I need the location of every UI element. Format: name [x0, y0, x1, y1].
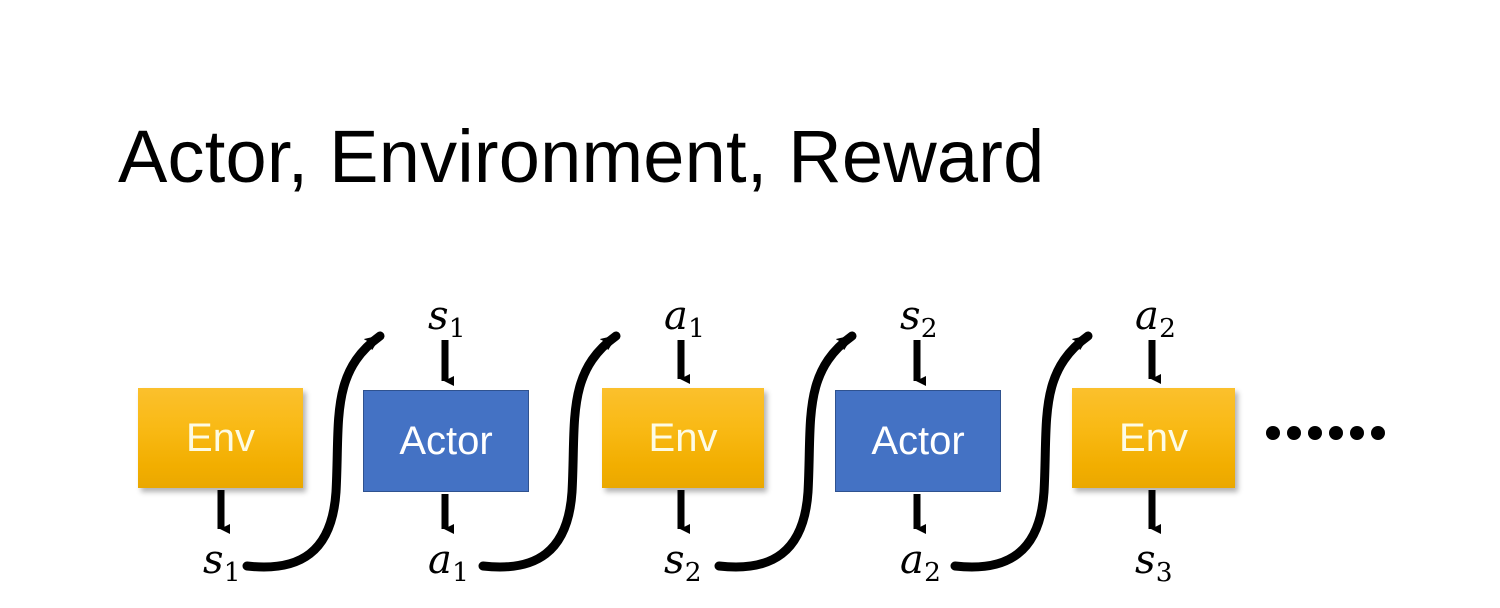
node-actor-1[interactable]: Actor — [363, 390, 529, 492]
ellipsis-dot — [1329, 426, 1343, 440]
node-env-3[interactable]: Env — [1072, 388, 1235, 488]
node-env-1-label: Env — [186, 416, 255, 460]
label-bottom-s2-subscript: 2 — [684, 556, 702, 588]
label-bottom-s1-symbol: s — [203, 537, 224, 583]
label-bottom-s3-symbol: s — [1135, 537, 1156, 583]
label-bottom-s2: s2 — [664, 540, 702, 586]
label-top-s1-subscript: 1 — [448, 312, 466, 344]
node-env-2-label: Env — [648, 416, 718, 460]
label-top-s2-symbol: s — [900, 293, 921, 339]
label-bottom-s1: s1 — [203, 540, 241, 586]
node-actor-1-label: Actor — [399, 419, 493, 463]
label-bottom-s3-subscript: 3 — [1155, 556, 1173, 588]
label-top-a2-symbol: a — [1135, 293, 1159, 339]
ellipsis-dot — [1371, 426, 1385, 440]
node-actor-2[interactable]: Actor — [835, 390, 1001, 492]
continuation-ellipsis — [1266, 426, 1385, 440]
label-bottom-s2-symbol: s — [664, 537, 685, 583]
label-top-a1-symbol: a — [664, 293, 688, 339]
label-top-s1: s1 — [428, 296, 466, 342]
node-actor-2-label: Actor — [871, 419, 965, 463]
label-bottom-s3: s3 — [1135, 540, 1173, 586]
ellipsis-dot — [1266, 426, 1280, 440]
label-top-a1-subscript: 1 — [688, 312, 705, 344]
label-bottom-a1-subscript: 1 — [452, 556, 469, 588]
ellipsis-dot — [1308, 426, 1322, 440]
label-top-a1: a1 — [664, 296, 705, 342]
label-bottom-a2: a2 — [900, 540, 941, 586]
node-env-2[interactable]: Env — [602, 388, 764, 488]
label-bottom-a1: a1 — [428, 540, 469, 586]
label-top-a2: a2 — [1135, 296, 1176, 342]
label-top-s1-symbol: s — [428, 293, 449, 339]
node-env-1[interactable]: Env — [138, 388, 303, 488]
label-bottom-a1-symbol: a — [428, 537, 452, 583]
label-bottom-a2-subscript: 2 — [924, 556, 941, 588]
ellipsis-dot — [1350, 426, 1364, 440]
ellipsis-dot — [1287, 426, 1301, 440]
label-top-s2-subscript: 2 — [920, 312, 938, 344]
label-top-s2: s2 — [900, 296, 938, 342]
label-bottom-a2-symbol: a — [900, 537, 924, 583]
label-top-a2-subscript: 2 — [1159, 312, 1176, 344]
page-title: Actor, Environment, Reward — [118, 115, 1045, 198]
node-env-3-label: Env — [1119, 416, 1188, 460]
label-bottom-s1-subscript: 1 — [223, 556, 241, 588]
